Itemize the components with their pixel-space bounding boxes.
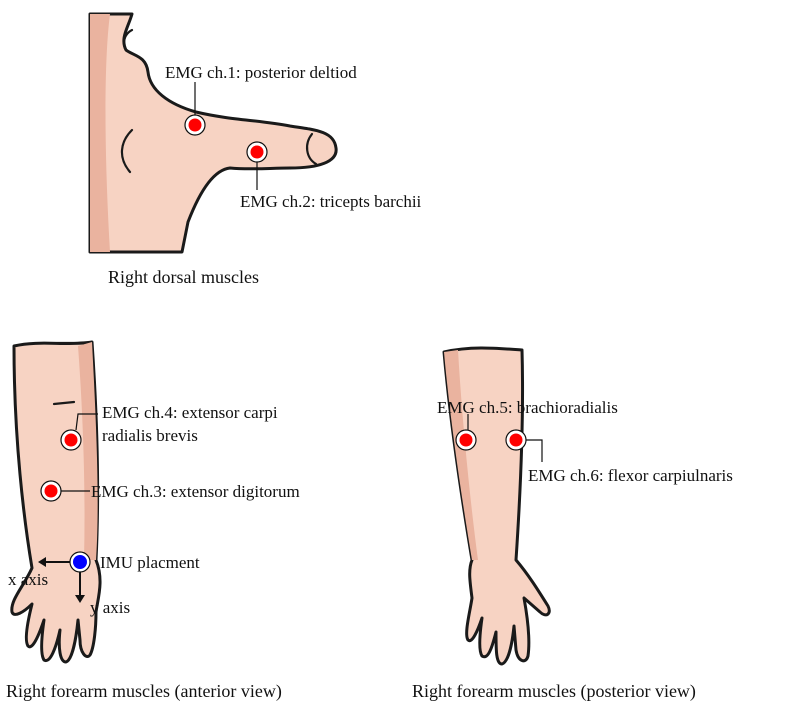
- dorsal-panel: EMG ch.1: posterior deltiod EMG ch.2: tr…: [90, 14, 422, 287]
- y-axis-label: y axis: [90, 598, 130, 617]
- dorsal-caption: Right dorsal muscles: [108, 267, 259, 287]
- anterior-panel: EMG ch.4: extensor carpi radialis brevis…: [6, 342, 300, 702]
- posterior-caption: Right forearm muscles (posterior view): [412, 681, 696, 702]
- emg-ch6-electrode: [506, 430, 526, 450]
- posterior-panel: EMG ch.5: brachioradialis EMG ch.6: flex…: [412, 348, 733, 702]
- emg-ch4-label-line2: radialis brevis: [102, 426, 198, 445]
- emg-ch5-electrode: [456, 430, 476, 450]
- emg-ch4-label-line1: EMG ch.4: extensor carpi: [102, 403, 278, 422]
- emg-ch6-label: EMG ch.6: flexor carpiulnaris: [528, 466, 733, 485]
- red-dot-electrode-icon: [510, 434, 523, 447]
- red-dot-electrode-icon: [189, 119, 202, 132]
- imu-label: IMU placment: [100, 553, 200, 572]
- emg-ch1-label: EMG ch.1: posterior deltiod: [165, 63, 357, 82]
- x-axis-label: x axis: [8, 570, 48, 589]
- emg-ch2-electrode: [247, 142, 267, 162]
- emg-ch3-label: EMG ch.3: extensor digitorum: [91, 482, 300, 501]
- emg-ch2-label: EMG ch.2: tricepts barchii: [240, 192, 422, 211]
- red-dot-electrode-icon: [45, 485, 58, 498]
- imu-sensor: [70, 552, 90, 572]
- blue-dot-sensor-icon: [73, 555, 87, 569]
- emg-ch4-electrode: [61, 430, 81, 450]
- emg-ch3-electrode: [41, 481, 61, 501]
- red-dot-electrode-icon: [65, 434, 78, 447]
- anterior-caption: Right forearm muscles (anterior view): [6, 681, 282, 702]
- red-dot-electrode-icon: [251, 146, 264, 159]
- emg-ch5-label: EMG ch.5: brachioradialis: [437, 398, 618, 417]
- emg-ch1-electrode: [185, 115, 205, 135]
- red-dot-electrode-icon: [460, 434, 473, 447]
